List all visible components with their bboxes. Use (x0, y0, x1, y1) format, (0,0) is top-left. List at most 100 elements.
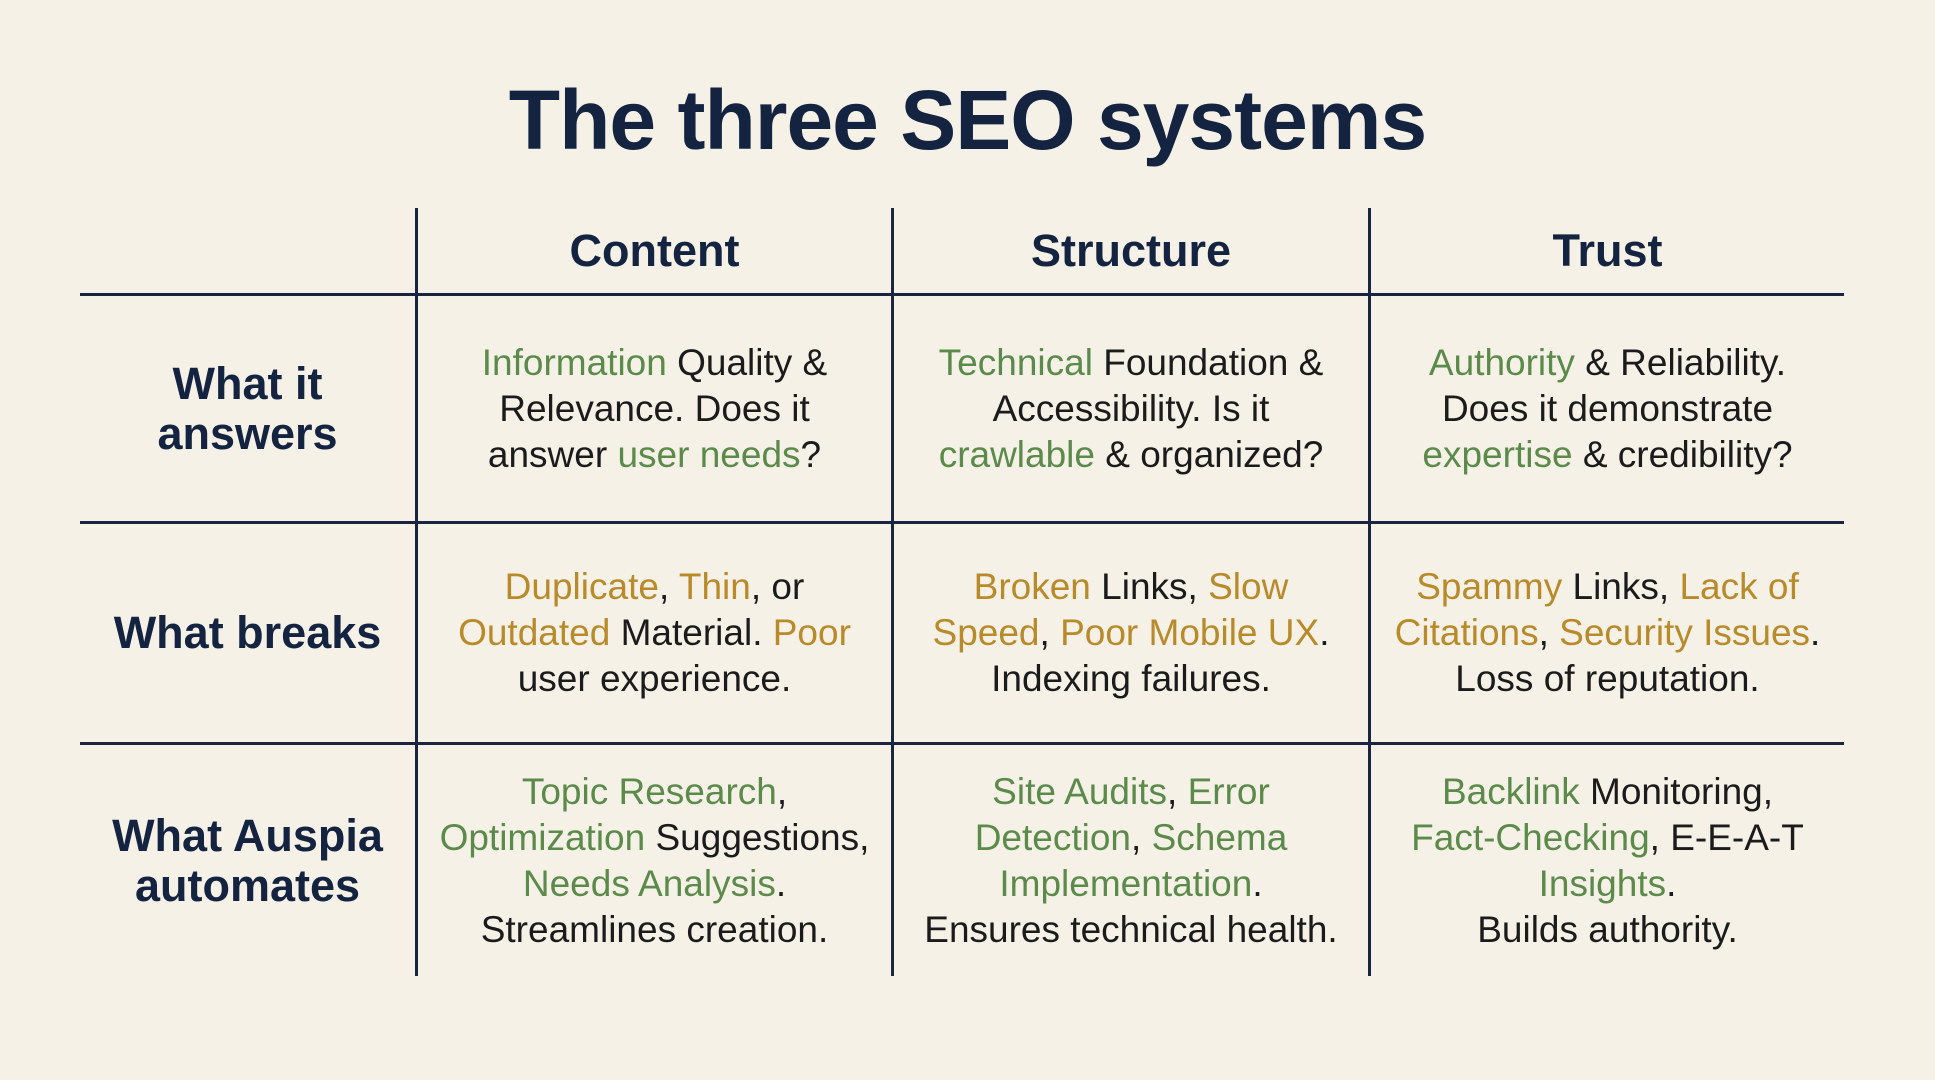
highlight-positive: expertise (1422, 433, 1573, 475)
highlight-positive: Detection (974, 816, 1131, 858)
highlight-positive: Topic Research (521, 770, 777, 812)
highlight-problem: Speed (932, 612, 1040, 653)
cell-text: , (1538, 612, 1560, 653)
highlight-positive: Error (1187, 770, 1270, 812)
cell-content-automates: Topic Research,Optimization Suggestions,… (415, 745, 891, 976)
highlight-problem: Thin (678, 566, 751, 607)
cell-line: Relevance. Does it (482, 386, 828, 432)
highlight-problem: Citations (1394, 612, 1539, 653)
cell-text: . (775, 862, 787, 904)
highlight-positive: Needs Analysis (522, 862, 776, 904)
highlight-positive: Schema (1151, 816, 1288, 858)
cell-line: Accessibility. Is it (939, 386, 1324, 432)
cell-line: Citations, Security Issues. (1395, 610, 1821, 656)
highlight-problem: Slow (1208, 566, 1289, 607)
cell-text: , (1131, 816, 1152, 858)
cell-text: , (776, 770, 788, 812)
cell-line: user experience. (458, 656, 851, 702)
cell-text: Ensures technical health. (924, 908, 1338, 950)
comparison-table: Content Structure Trust What it answers … (80, 208, 1844, 976)
cell-text: & credibility? (1572, 433, 1793, 475)
cell-text: ? (800, 433, 822, 475)
cell-text: & Reliability. (1574, 341, 1787, 383)
highlight-problem: Lack of (1679, 566, 1799, 607)
table-corner (80, 208, 415, 296)
cell-text: , or (750, 566, 805, 607)
cell-line: Implementation. (924, 861, 1337, 907)
cell-text: answer (487, 433, 618, 475)
cell-line: Topic Research, (440, 769, 870, 815)
cell-line: Needs Analysis. (440, 861, 870, 907)
cell-line: Streamlines creation. (440, 907, 870, 953)
cell-text: Quality & (666, 341, 828, 383)
highlight-problem: Poor (772, 612, 851, 653)
cell-text: . (1319, 612, 1330, 653)
cell-text: , E-E-A-T (1649, 816, 1804, 858)
highlight-positive: Information (481, 341, 667, 383)
cell-line: Technical Foundation & (939, 340, 1324, 386)
highlight-positive: Site Audits (992, 770, 1168, 812)
cell-text: Foundation & (1092, 341, 1324, 383)
highlight-problem: Outdated (458, 612, 611, 653)
highlight-problem: Duplicate (504, 566, 659, 607)
cell-text: & organized? (1094, 433, 1324, 475)
highlight-problem: Security Issues (1559, 612, 1811, 653)
cell-text: Relevance. Does it (499, 387, 810, 429)
cell-text: Suggestions, (645, 816, 870, 858)
cell-line: Information Quality & (482, 340, 828, 386)
row-header-line: What it (172, 357, 323, 409)
cell-text: , (1039, 612, 1061, 653)
cell-text: . (1252, 862, 1263, 904)
cell-line: Broken Links, Slow (933, 564, 1330, 610)
cell-text: Links, (1090, 566, 1209, 607)
cell-line: crawlable & organized? (939, 432, 1324, 478)
row-header-line: automates (134, 859, 361, 911)
cell-line: Does it demonstrate (1422, 386, 1792, 432)
highlight-positive: Implementation (999, 862, 1253, 904)
cell-text: , (658, 566, 679, 607)
cell-line: expertise & credibility? (1422, 432, 1792, 478)
cell-text: . (1810, 612, 1821, 653)
highlight-positive: Optimization (439, 816, 646, 858)
cell-trust-automates: Backlink Monitoring,Fact-Checking, E-E-A… (1368, 745, 1844, 976)
cell-trust-answers: Authority & Reliability.Does it demonstr… (1368, 296, 1844, 524)
highlight-positive: Technical (938, 341, 1093, 383)
column-header-structure: Structure (891, 208, 1368, 296)
cell-line: Duplicate, Thin, or (458, 564, 851, 610)
cell-line: Insights. (1411, 861, 1804, 907)
cell-line: Site Audits, Error (924, 769, 1337, 815)
row-header-what-it-answers: What it answers (80, 296, 415, 524)
row-header-line: answers (157, 407, 338, 459)
row-header-what-breaks: What breaks (80, 524, 415, 745)
cell-text: Streamlines creation. (480, 908, 829, 950)
highlight-problem: Broken (973, 566, 1091, 607)
cell-text: Material. (610, 612, 773, 653)
cell-line: Optimization Suggestions, (440, 815, 870, 861)
highlight-positive: Insights (1538, 862, 1667, 904)
row-header-what-auspia-automates: What Auspia automates (80, 745, 415, 976)
highlight-positive: Authority (1428, 341, 1575, 383)
cell-line: Backlink Monitoring, (1411, 769, 1804, 815)
cell-text: Does it demonstrate (1441, 387, 1774, 429)
cell-line: Spammy Links, Lack of (1395, 564, 1821, 610)
cell-text: Indexing failures. (991, 658, 1271, 699)
cell-text: Loss of reputation. (1455, 658, 1760, 699)
cell-line: Loss of reputation. (1395, 656, 1821, 702)
cell-line: answer user needs? (482, 432, 828, 478)
cell-text: Links, (1562, 566, 1680, 607)
cell-text: Builds authority. (1477, 908, 1738, 950)
highlight-positive: crawlable (938, 433, 1095, 475)
highlight-problem: Poor Mobile UX (1060, 612, 1320, 653)
cell-text: . (1666, 862, 1677, 904)
cell-line: Fact-Checking, E-E-A-T (1411, 815, 1804, 861)
cell-line: Authority & Reliability. (1422, 340, 1792, 386)
cell-line: Detection, Schema (924, 815, 1337, 861)
cell-line: Ensures technical health. (924, 907, 1337, 953)
highlight-problem: Spammy (1416, 566, 1563, 607)
row-header-line: What Auspia (112, 809, 383, 861)
highlight-positive: Fact-Checking (1411, 816, 1650, 858)
